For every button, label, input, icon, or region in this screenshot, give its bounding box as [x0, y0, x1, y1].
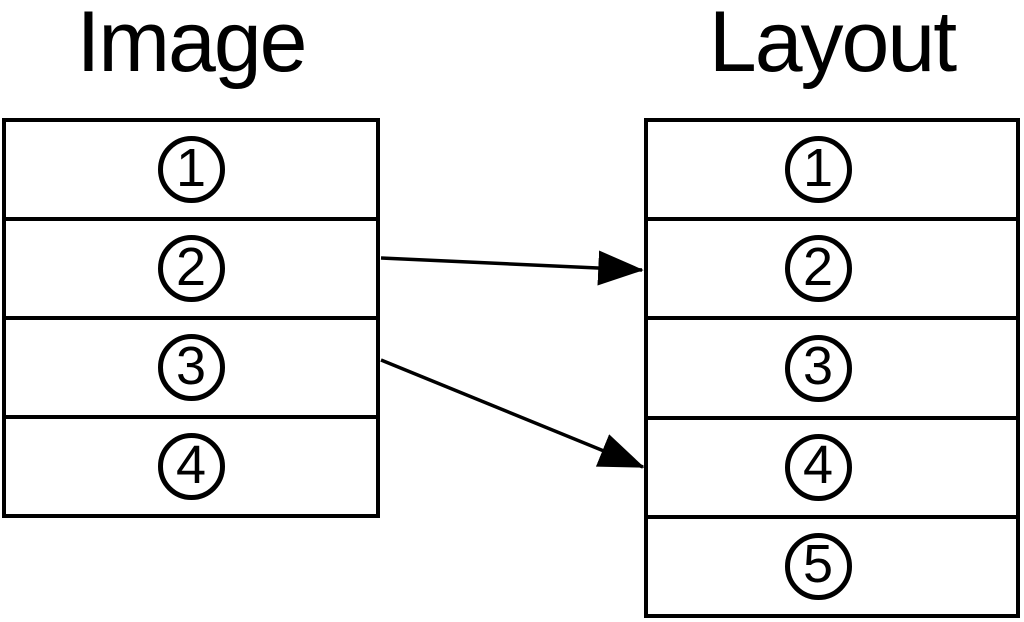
image-row-3: 3: [6, 316, 376, 415]
circled-number-2: 2: [157, 235, 225, 302]
row-number: 4: [175, 434, 207, 495]
image-stack: 1 2 3 4: [2, 118, 380, 518]
layout-stack: 1 2 3 4 5: [644, 118, 1020, 618]
circled-number-2: 2: [784, 235, 852, 303]
image-row-2: 2: [6, 217, 376, 316]
layout-row-5: 5: [648, 514, 1016, 614]
layout-panel-title: Layout: [708, 0, 957, 90]
layout-row-1: 1: [648, 122, 1016, 217]
image-panel-title: Image: [76, 0, 307, 90]
arrow-image-row-3-to-layout-row-4: [380, 358, 645, 469]
circled-number-4: 4: [157, 433, 225, 500]
row-number: 1: [802, 137, 834, 198]
row-number: 3: [802, 336, 834, 396]
layout-row-4: 4: [648, 415, 1016, 515]
image-row-1: 1: [6, 122, 376, 217]
row-number: 2: [175, 236, 207, 297]
row-number: 5: [802, 534, 834, 595]
image-row-4: 4: [6, 415, 376, 514]
row-number: 1: [175, 137, 207, 198]
layout-row-2: 2: [648, 217, 1016, 316]
arrow-image-row-2-to-layout-row-2: [380, 250, 644, 286]
circled-number-1: 1: [157, 136, 225, 203]
circled-number-4: 4: [784, 433, 852, 501]
row-number: 4: [802, 435, 834, 496]
circled-number-3: 3: [784, 334, 852, 402]
circled-number-1: 1: [784, 136, 852, 204]
row-number: 2: [802, 236, 834, 297]
layout-row-3: 3: [648, 316, 1016, 415]
circled-number-3: 3: [157, 334, 225, 401]
row-number: 3: [175, 335, 207, 396]
circled-number-5: 5: [784, 532, 852, 600]
